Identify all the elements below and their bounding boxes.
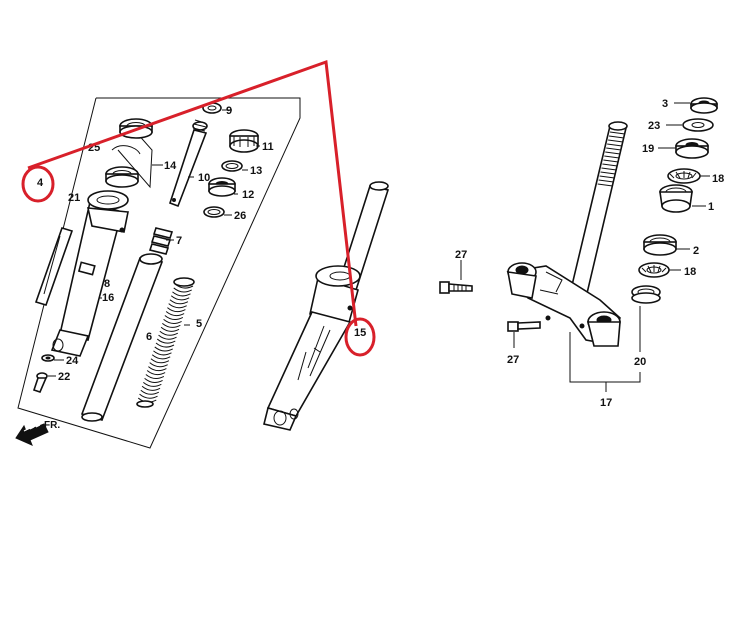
label-1: 1 (708, 201, 714, 213)
part-2-ball-race (643, 234, 677, 256)
label-4: 4 (37, 177, 44, 189)
part-26-washer (203, 206, 225, 218)
red-connector-line (27, 59, 358, 327)
label-9: 9 (226, 105, 232, 117)
part-11-fork-bolt (229, 129, 259, 153)
label-11: 11 (262, 141, 274, 153)
part-3-lock-nut (690, 97, 718, 114)
label-6: 6 (146, 331, 152, 343)
part-25-snap-ring (111, 145, 141, 155)
part-number-labels: 9 25 14 11 13 10 12 26 4 21 7 8 16 5 6 2… (37, 98, 724, 409)
front-direction-label: FR. (44, 420, 60, 431)
part-10-damper-rod (169, 119, 208, 208)
label-17: 17 (600, 397, 612, 409)
label-3: 3 (662, 98, 668, 110)
part-22-bolt (32, 372, 48, 393)
part-18-bearing-lower (638, 262, 670, 278)
part-5-fork-spring (136, 277, 195, 408)
part-23-lock-washer (682, 118, 714, 132)
label-19: 19 (642, 143, 654, 155)
label-26: 26 (234, 210, 246, 222)
part-7-rebound-spring (148, 227, 174, 255)
part-12-spring-seat (208, 177, 236, 197)
label-8: 8 (104, 278, 110, 290)
label-5: 5 (196, 318, 202, 330)
red-annotation (21, 59, 376, 357)
label-13: 13 (250, 165, 262, 177)
part-13-o-ring (221, 160, 243, 172)
part-15-fork-assembly (263, 181, 390, 431)
label-18-upper: 18 (712, 173, 724, 185)
red-circle-label-15 (344, 317, 376, 357)
label-23: 23 (648, 120, 660, 132)
part-27-bolt-upper (439, 260, 473, 294)
part-20-bottom-cone-race (631, 285, 661, 352)
part-27-bolt-lower (507, 321, 541, 348)
label-10: 10 (198, 172, 210, 184)
part-17-steering-stem (506, 121, 641, 392)
label-2: 2 (693, 245, 699, 257)
part-19-adjusting-nut (675, 138, 709, 159)
label-22: 22 (58, 371, 70, 383)
part-21-reflector (34, 227, 74, 306)
label-24: 24 (66, 355, 79, 367)
fork-exploded-panel (17, 97, 301, 449)
label-16: 16 (102, 292, 114, 304)
part-18-bearing-upper (667, 168, 701, 184)
label-7: 7 (176, 235, 182, 247)
label-18-lower: 18 (684, 266, 696, 278)
part-6-fork-tube (80, 253, 164, 422)
part-1-top-cone-race (659, 184, 693, 213)
label-15: 15 (354, 327, 366, 339)
label-27-lower: 27 (507, 354, 519, 366)
label-14: 14 (164, 160, 177, 172)
part-8-fork-slider (50, 190, 129, 357)
red-circle-label-4 (21, 165, 55, 203)
label-20: 20 (634, 356, 646, 368)
part-24-washer (41, 354, 55, 362)
panel-outline (17, 97, 301, 449)
front-direction-arrow: FR. (15, 420, 60, 446)
part-14-seal-lower (105, 166, 139, 188)
label-27-upper: 27 (455, 249, 467, 261)
label-21: 21 (68, 192, 80, 204)
label-12: 12 (242, 189, 254, 201)
